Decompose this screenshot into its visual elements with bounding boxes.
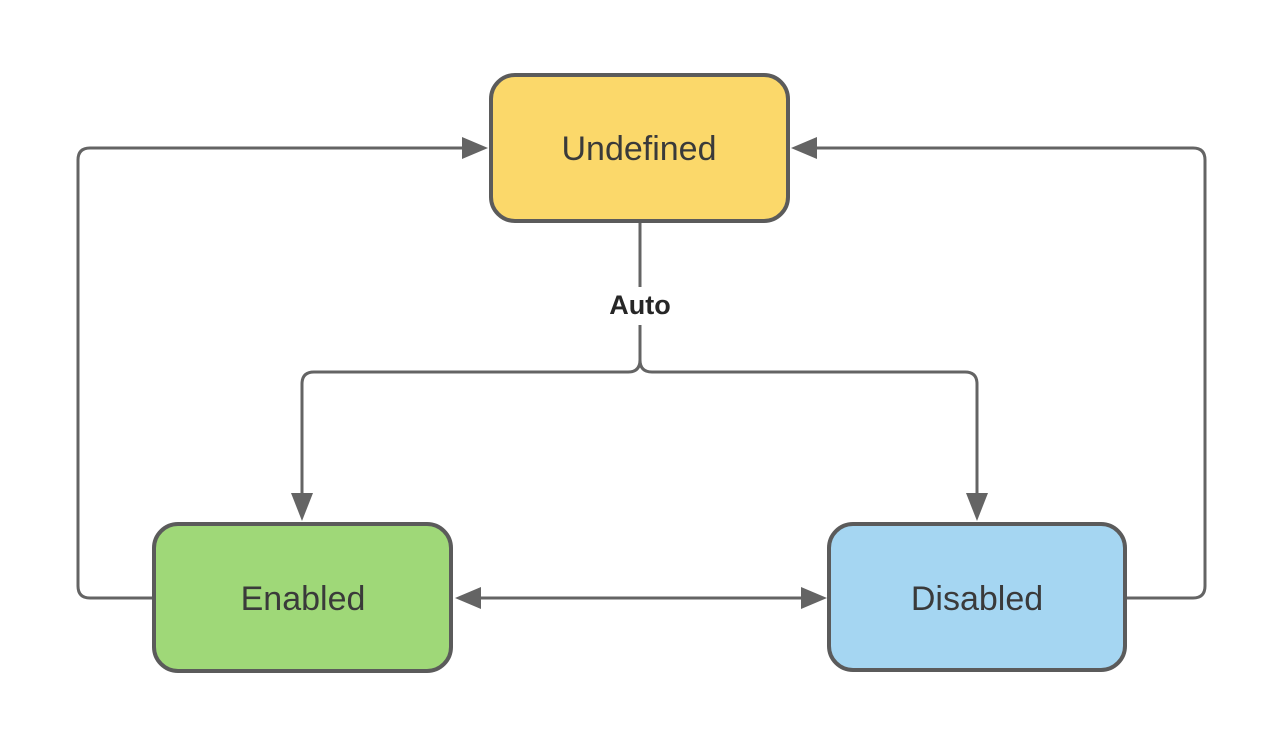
- edge-label-auto: Auto: [609, 290, 670, 320]
- edge-auto-to-disabled: [638, 325, 979, 493]
- edge-enabled-to-undefined: [76, 146, 462, 600]
- edges: [76, 146, 1207, 600]
- arrowhead-into-disabled-left-icon: [801, 587, 827, 609]
- arrowheads: [291, 137, 988, 609]
- arrowhead-into-enabled-top-icon: [291, 493, 313, 521]
- edge-disabled-to-undefined: [817, 146, 1207, 600]
- node-undefined-label: Undefined: [561, 130, 716, 168]
- arrowhead-into-enabled-right-icon: [455, 587, 481, 609]
- node-labels: Undefined Enabled Disabled: [241, 130, 1044, 618]
- arrowhead-into-disabled-top-icon: [966, 493, 988, 521]
- arrowhead-into-undefined-left-icon: [462, 137, 488, 159]
- nodes: [152, 73, 1127, 673]
- node-disabled: [827, 522, 1127, 672]
- node-enabled: [152, 522, 453, 673]
- node-enabled-label: Enabled: [241, 580, 366, 618]
- arrowhead-into-undefined-right-icon: [791, 137, 817, 159]
- node-undefined: [489, 73, 790, 223]
- node-disabled-label: Disabled: [911, 580, 1043, 618]
